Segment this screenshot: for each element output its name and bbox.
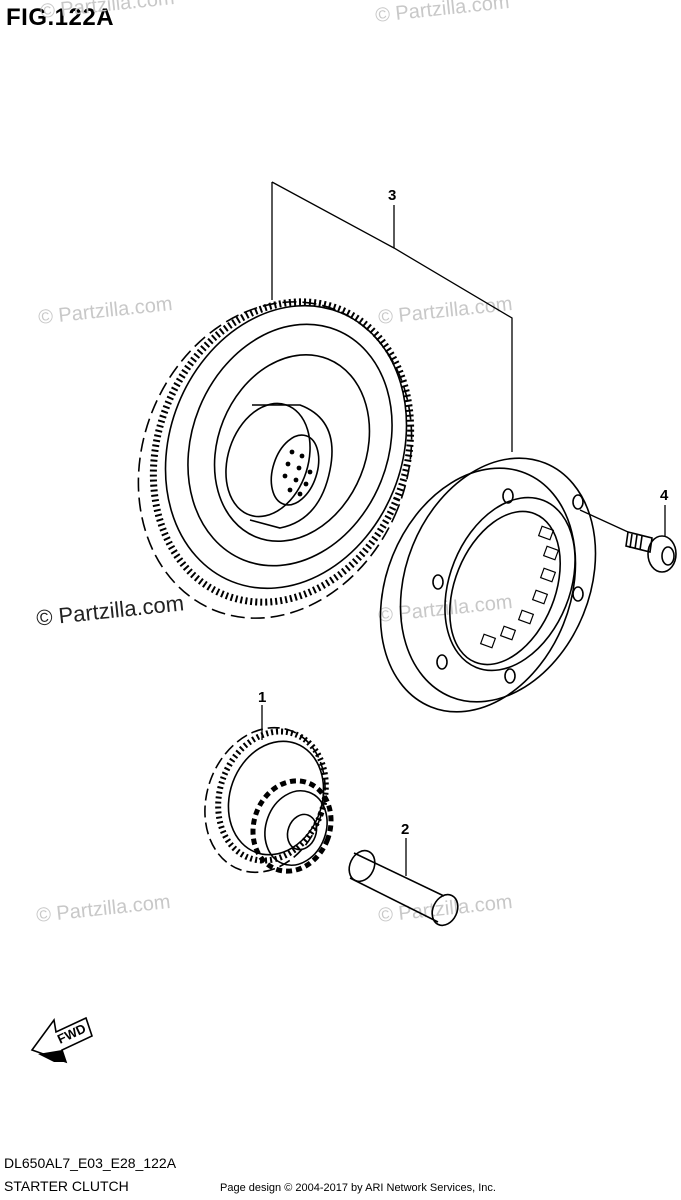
figure-title: FIG.122A bbox=[6, 4, 115, 31]
copyright-notice: Page design © 2004-2017 by ARI Network S… bbox=[220, 1182, 496, 1194]
callout-part-3[interactable]: 3 bbox=[388, 187, 396, 204]
diagram-caption: STARTER CLUTCH bbox=[4, 1178, 129, 1194]
callout-part-2[interactable]: 2 bbox=[401, 821, 409, 838]
idle-gear-shaft[interactable] bbox=[344, 846, 462, 929]
starter-clutch-assembly[interactable] bbox=[345, 429, 630, 742]
callout-part-1[interactable]: 1 bbox=[258, 689, 266, 706]
bolt[interactable] bbox=[625, 531, 677, 573]
fwd-arrow-icon: FWD bbox=[30, 1016, 93, 1064]
callout-part-4[interactable]: 4 bbox=[660, 487, 669, 504]
model-code: DL650AL7_E03_E28_122A bbox=[4, 1155, 177, 1171]
leader-lines bbox=[261, 181, 666, 876]
starter-driven-gear[interactable] bbox=[92, 260, 458, 659]
starter-idle-gear[interactable] bbox=[185, 711, 345, 890]
